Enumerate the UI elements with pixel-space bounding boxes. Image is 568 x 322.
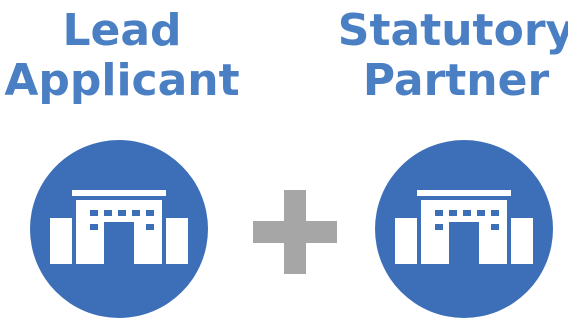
lead-applicant-circle: [30, 140, 208, 318]
building-icon: [50, 190, 188, 264]
statutory-partner-label-line2: Partner: [362, 55, 550, 106]
building-icon: [395, 190, 533, 264]
statutory-partner-label-line1: Statutory: [337, 5, 568, 56]
plus-icon: [253, 190, 337, 274]
lead-applicant-label: Lead Applicant: [2, 6, 242, 106]
lead-applicant-label-line1: Lead: [62, 5, 182, 56]
statutory-partner-circle: [375, 140, 553, 318]
statutory-partner-label: Statutory Partner: [336, 6, 568, 106]
lead-applicant-label-line2: Applicant: [4, 55, 240, 106]
